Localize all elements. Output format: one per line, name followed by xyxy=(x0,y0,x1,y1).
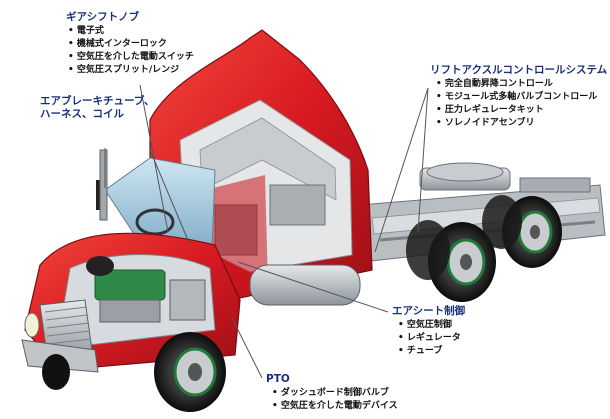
front-wheel xyxy=(42,332,226,412)
callout-item: 電子式 xyxy=(68,25,226,38)
leader-air-seat xyxy=(237,261,389,313)
callout-item: チューブ xyxy=(398,345,532,358)
callout-item: 機械式インターロック xyxy=(68,38,226,51)
leader-lift-axle-1 xyxy=(374,87,429,253)
callout-lift-axle-control: リフトアクスルコントロールシステム 完全自動昇降コントロール モジュール式多軸バ… xyxy=(430,64,608,130)
callout-item: 空気圧を介した電動デバイス xyxy=(272,400,466,413)
callout-title: エアブレーキチューブ、ハーネス、コイル xyxy=(40,95,155,120)
callout-list: 空気圧制御 レギュレータ チューブ xyxy=(398,319,532,358)
callout-title: リフトアクスルコントロールシステム xyxy=(430,64,608,76)
callout-item: ダッシュボード制御バルブ xyxy=(272,387,466,400)
callout-air-brake-tube: エアブレーキチューブ、ハーネス、コイル xyxy=(40,95,165,121)
leader-lines xyxy=(104,84,429,379)
callout-item: 空気圧制御 xyxy=(398,319,532,332)
leader-air-brake-2 xyxy=(149,149,191,246)
callout-item: 空気圧スプリット/レンジ xyxy=(68,64,226,77)
exhaust-stack xyxy=(99,149,108,221)
truck-cab xyxy=(21,29,373,373)
callout-item: モジュール式多軸バルブコントロール xyxy=(436,91,608,104)
callout-item: 完全自動昇降コントロール xyxy=(436,78,608,91)
leader-pto xyxy=(231,317,263,379)
callout-item: ソレノイドアセンブリ xyxy=(436,117,608,130)
leader-lift-axle-2 xyxy=(417,87,429,233)
callout-list: 電子式 機械式インターロック 空気圧を介した電動スイッチ 空気圧スプリット/レン… xyxy=(68,25,226,77)
callout-item: レギュレータ xyxy=(398,332,532,345)
callout-title: エアシート制御 xyxy=(392,305,466,317)
callout-pto: PTO ダッシュボード制御バルブ 空気圧を介した電動デバイス xyxy=(266,373,466,413)
callout-title: ギアシフトノブ xyxy=(66,11,140,23)
rear-wheel-group xyxy=(406,195,562,302)
callout-item: 空気圧を介した電動スイッチ xyxy=(68,51,226,64)
callout-gear-shift-knob: ギアシフトノブ 電子式 機械式インターロック 空気圧を介した電動スイッチ 空気圧… xyxy=(66,11,226,77)
callout-list: 完全自動昇降コントロール モジュール式多軸バルブコントロール 圧力レギュレータキ… xyxy=(436,78,608,130)
callout-item: 圧力レギュレータキット xyxy=(436,104,608,117)
sleeper-bunk xyxy=(269,184,326,226)
callout-air-seat-control: エアシート制御 空気圧制御 レギュレータ チューブ xyxy=(392,305,532,358)
air-intake xyxy=(86,256,114,276)
steering-wheel xyxy=(135,208,175,236)
callout-title: PTO xyxy=(266,373,290,385)
callout-list: ダッシュボード制御バルブ 空気圧を介した電動デバイス xyxy=(272,387,466,413)
headlight xyxy=(24,312,40,338)
